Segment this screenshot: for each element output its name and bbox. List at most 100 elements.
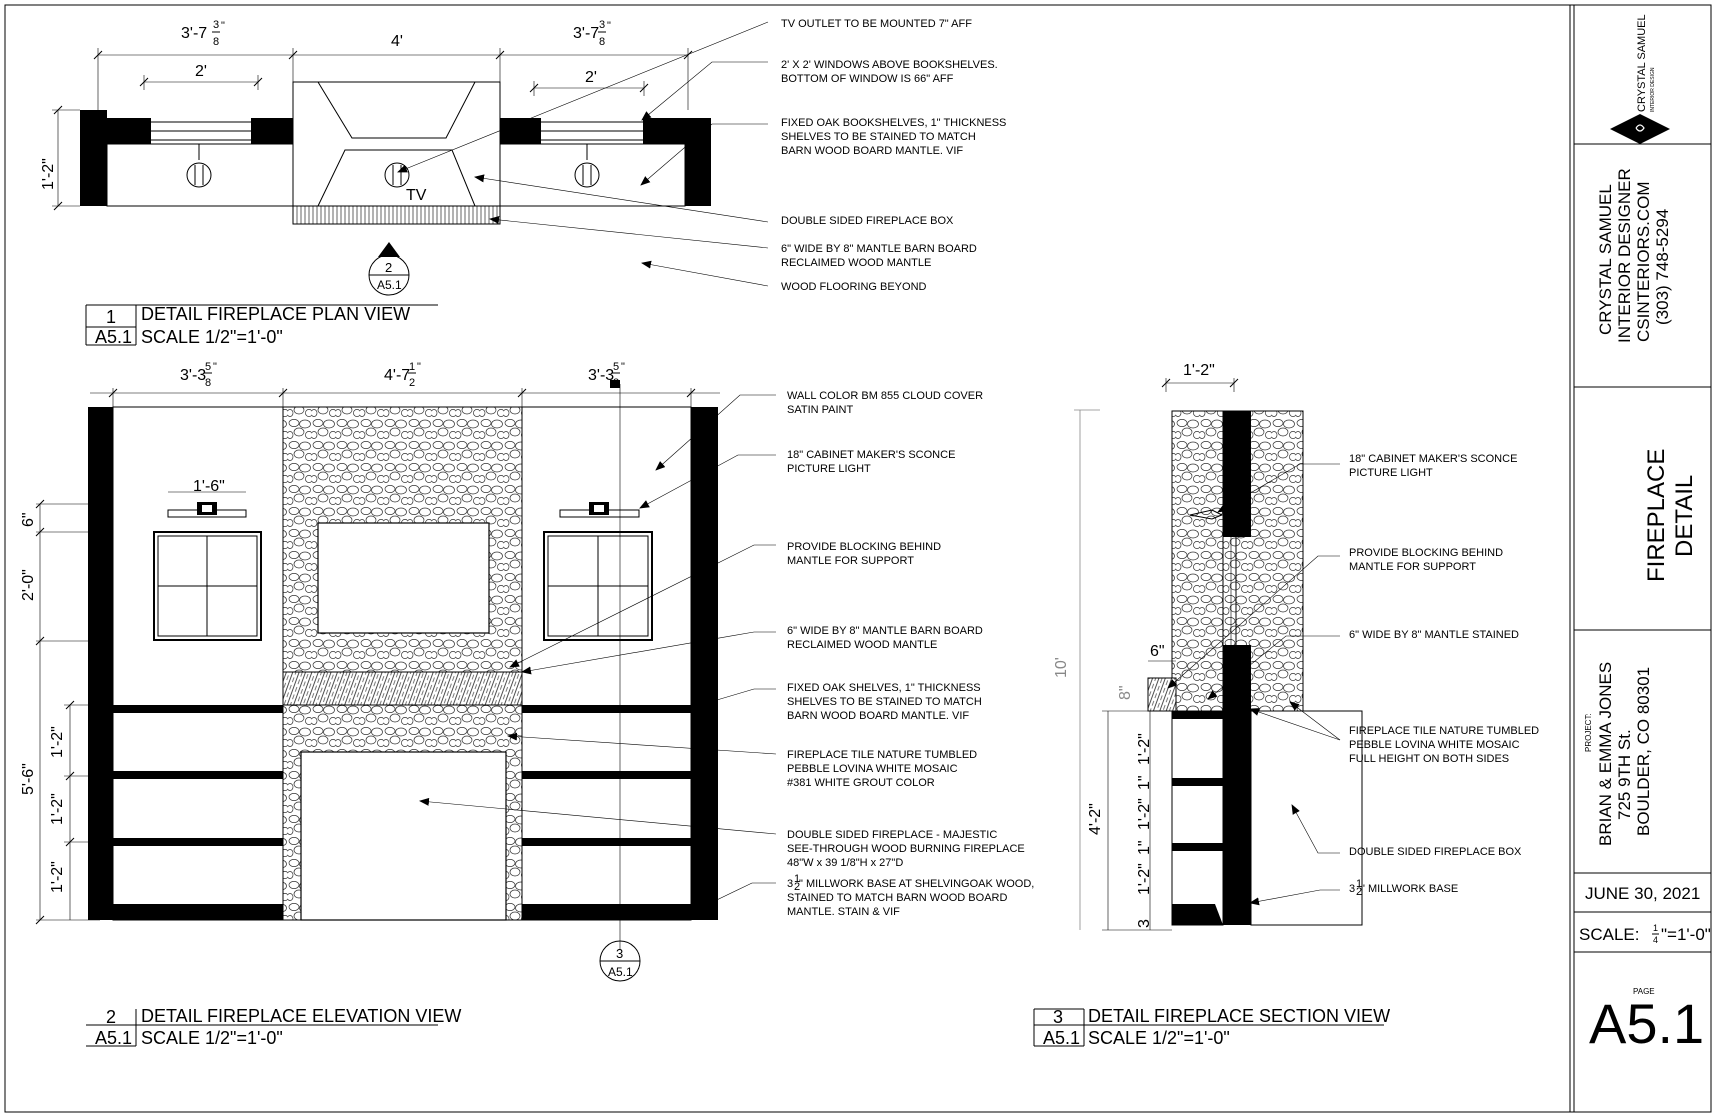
note-line: 48"W x 39 1/8"H x 27"D: [787, 857, 903, 869]
sect-dim-base: 3: [1136, 919, 1153, 928]
project-client: BRIAN & EMMA JONES: [1596, 662, 1615, 846]
title-block: CRYSTAL SAMUEL INTERIOR DESIGN CRYSTAL S…: [1574, 14, 1711, 1055]
elev-window-right: [543, 531, 653, 641]
note-line: BOTTOM OF WINDOW IS 66" AFF: [781, 73, 954, 85]
elevation-view-title: 2 A5.1 DETAIL FIREPLACE ELEVATION VIEW S…: [86, 1006, 461, 1048]
svg-text:3: 3: [1053, 1007, 1063, 1027]
svg-text:DETAIL FIREPLACE ELEVATION VIE: DETAIL FIREPLACE ELEVATION VIEW: [141, 1006, 461, 1026]
svg-text:3'-7: 3'-7: [181, 25, 207, 42]
note-line: 6" WIDE BY 8" MANTLE BARN BOARD: [781, 243, 977, 255]
sect-shelving: [1171, 710, 1224, 926]
sect-leaders: [1167, 463, 1341, 906]
elev-dim-shelf2: 1'-2": [49, 793, 66, 825]
section-view: 1'-2" 10' 6" 8" 4'-2" 1'-2": [1033, 362, 1539, 1048]
note-line: TV OUTLET TO BE MOUNTED 7" AFF: [781, 18, 972, 30]
svg-text:8: 8: [205, 377, 211, 389]
elev-dim-left: 3'-3 5 8 ": [180, 361, 217, 389]
elev-tv: [317, 522, 490, 634]
plan-sconce-center: [384, 162, 410, 188]
note-line: 6" WIDE BY 8" MANTLE STAINED: [1349, 629, 1519, 641]
sect-dim-height: 10': [1053, 657, 1070, 678]
plan-tv-label: TV: [406, 187, 427, 204]
sect-dim-base-h: 4'-2": [1087, 803, 1104, 835]
project-city: BOULDER, CO 80301: [1634, 667, 1653, 836]
plan-dim-right: 3'-7 3 8 ": [573, 19, 611, 48]
firm-role: INTERIOR DESIGNER: [1615, 168, 1634, 343]
plan-bookshelf-left: [106, 143, 294, 207]
note-fraction-den: 2: [1356, 886, 1362, 898]
svg-text:1: 1: [106, 307, 116, 327]
elev-mantle: [282, 671, 523, 706]
note-line: DOUBLE SIDED FIREPLACE BOX: [1349, 846, 1522, 858]
elev-wall-right: [691, 407, 718, 920]
plan-dim-window-right: 2': [585, 69, 597, 86]
note-line: PEBBLE LOVINA WHITE MOSAIC: [1349, 739, 1520, 751]
svg-text:3: 3: [213, 19, 219, 31]
page-number: A5.1: [1589, 992, 1704, 1055]
elevation-view: 3'-3 5 8 " 4'-7 1 2 " 3'-3 5 8 " 6" 2'-0…: [20, 361, 1034, 1048]
sheet-scale: SCALE: 1 4 "=1'-0": [1579, 923, 1711, 945]
plan-view: 3'-7 3 8 " 4' 3'-7 3 8 " 2' 2' 1'-2": [40, 18, 1006, 347]
svg-text:8: 8: [213, 36, 219, 48]
note-line: PROVIDE BLOCKING BEHIND: [1349, 547, 1503, 559]
note-line: FIREPLACE TILE NATURE TUMBLED: [1349, 725, 1539, 737]
note-line: FIXED OAK SHELVES, 1" THICKNESS: [787, 682, 981, 694]
note-line: PEBBLE LOVINA WHITE MOSAIC: [787, 763, 958, 775]
sect-dim-top: 1'-2": [1183, 362, 1215, 379]
note-line: DOUBLE SIDED FIREPLACE - MAJESTIC: [787, 829, 997, 841]
note-line: DOUBLE SIDED FIREPLACE BOX: [781, 215, 954, 227]
elev-leaders: [419, 394, 777, 909]
note-fraction-num: 1: [1356, 878, 1362, 890]
page-label: PAGE: [1633, 987, 1655, 996]
elev-section-marker: 3 A5.1: [599, 940, 641, 982]
svg-text:A5.1: A5.1: [608, 965, 633, 979]
elev-firebox: [300, 751, 507, 921]
sect-fireplace-box: [1250, 710, 1363, 926]
svg-text:SCALE:: SCALE:: [1579, 925, 1639, 944]
sheet-border: [4, 4, 1712, 1113]
svg-text:2: 2: [409, 377, 415, 389]
svg-text:": ": [213, 361, 217, 373]
svg-text:SCALE 1/2"=1'-0": SCALE 1/2"=1'-0": [1088, 1028, 1230, 1048]
plan-section-marker: 2 A5.1: [368, 242, 410, 296]
elev-window-left: [153, 531, 262, 641]
sect-sconce: [1189, 509, 1224, 520]
plan-wall-right: [685, 118, 711, 206]
note-line: RECLAIMED WOOD MANTLE: [781, 257, 931, 269]
note-line: 2' X 2' WINDOWS ABOVE BOOKSHELVES.: [781, 59, 998, 71]
note-line: STAINED TO MATCH BARN WOOD BOARD: [787, 892, 1007, 904]
elev-shelves-right: [522, 705, 691, 920]
svg-text:1: 1: [409, 361, 415, 373]
plan-sconce-left: [186, 144, 212, 188]
svg-text:2: 2: [385, 260, 392, 275]
plan-mantle: [292, 205, 501, 225]
sect-dim-mantle-h: 8": [1117, 685, 1134, 700]
svg-text:A5.1: A5.1: [95, 1028, 132, 1048]
plan-wall-left: [80, 110, 107, 206]
plan-bookshelf-right: [499, 143, 686, 207]
svg-text:SCALE 1/2"=1'-0": SCALE 1/2"=1'-0": [141, 1028, 283, 1048]
elev-shelves-left: [113, 705, 283, 920]
note-line: 18" CABINET MAKER'S SCONCE: [787, 449, 955, 461]
elev-sconce-right: [559, 502, 640, 518]
svg-text:3: 3: [616, 946, 623, 961]
svg-text:": ": [417, 361, 421, 373]
svg-text:3'-3: 3'-3: [180, 367, 206, 384]
sect-dim-s3: 1'-2": [1136, 863, 1153, 895]
elev-dim-mid: 4'-7 1 2 ": [384, 361, 421, 389]
svg-text:8: 8: [599, 36, 605, 48]
note-line: BARN WOOD BOARD MANTLE. VIF: [787, 710, 969, 722]
note-line: 18" CABINET MAKER'S SCONCE: [1349, 453, 1517, 465]
plan-sconce-right: [574, 144, 600, 188]
sect-tv-wall: [1223, 411, 1251, 537]
svg-text:A5.1: A5.1: [95, 327, 132, 347]
plan-view-title: 1 A5.1 DETAIL FIREPLACE PLAN VIEW SCALE …: [85, 304, 438, 347]
note-line: RECLAIMED WOOD MANTLE: [787, 639, 937, 651]
elev-dim-sconce: 1'-6": [193, 478, 225, 495]
note-fraction-whole: 3: [1349, 883, 1355, 895]
section-view-title: 3 A5.1 DETAIL FIREPLACE SECTION VIEW SCA…: [1033, 1006, 1390, 1048]
elev-dim-shelf3: 1'-2": [49, 861, 66, 893]
svg-text:5: 5: [205, 361, 211, 373]
